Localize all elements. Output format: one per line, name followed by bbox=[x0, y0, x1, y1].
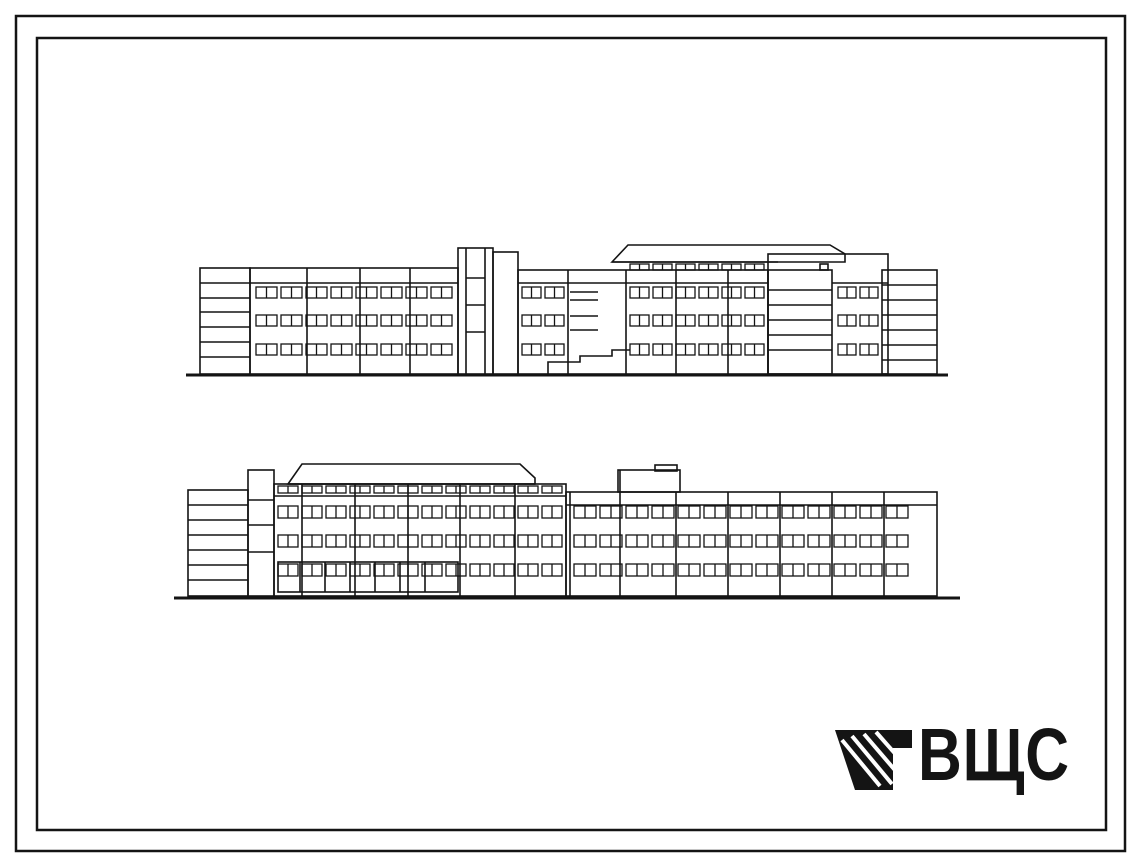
elevation-top bbox=[186, 244, 948, 377]
elevation-bottom bbox=[174, 463, 960, 600]
window-rows bbox=[255, 263, 909, 577]
logo-emblem bbox=[835, 730, 912, 790]
inner-frame bbox=[35, 36, 1108, 832]
outer-frame bbox=[14, 14, 1127, 853]
logo-text: ВЩС bbox=[918, 713, 1070, 796]
